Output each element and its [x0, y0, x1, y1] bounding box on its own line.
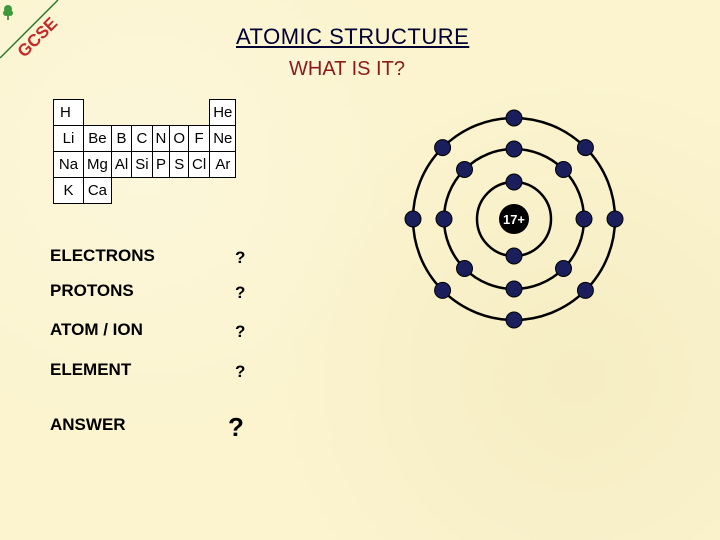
electron	[506, 141, 522, 157]
electron	[457, 260, 473, 276]
electron	[555, 162, 571, 178]
electron	[435, 282, 451, 298]
electron	[506, 248, 522, 264]
electron	[555, 260, 571, 276]
electron	[457, 162, 473, 178]
electron	[577, 282, 593, 298]
electron	[435, 140, 451, 156]
electron	[506, 312, 522, 328]
electron	[577, 140, 593, 156]
electron	[607, 211, 623, 227]
electron	[405, 211, 421, 227]
electron	[506, 110, 522, 126]
nucleus-charge-label: 17+	[503, 212, 525, 227]
electron	[576, 211, 592, 227]
electron	[506, 281, 522, 297]
electron	[436, 211, 452, 227]
electron	[506, 174, 522, 190]
